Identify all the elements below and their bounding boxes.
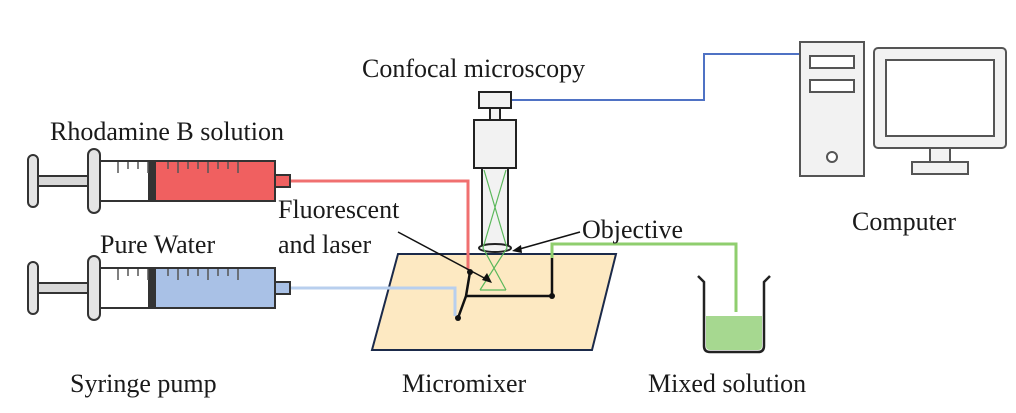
label-micromixer: Micromixer — [402, 369, 527, 398]
label-and-laser: and laser — [278, 230, 371, 259]
computer-icon — [799, 41, 1007, 177]
beaker-liquid — [706, 316, 762, 350]
fluorescent-pointer — [397, 231, 492, 283]
objective-pointer — [512, 231, 581, 253]
computer-cable — [512, 53, 800, 101]
chip-port-outlet — [549, 293, 555, 299]
label-mixed-solution: Mixed solution — [648, 369, 806, 398]
microscope-body — [473, 119, 517, 169]
label-confocal-microscopy: Confocal microscopy — [362, 54, 585, 83]
beaker-icon — [697, 275, 771, 354]
objective-lens — [478, 243, 512, 253]
microscope-icon — [473, 91, 517, 253]
rhodamine-tube — [290, 179, 470, 270]
label-pure-water: Pure Water — [100, 230, 215, 259]
syringe-icon — [27, 148, 291, 214]
microscope-head — [478, 91, 512, 109]
outlet-tube — [550, 242, 738, 312]
label-rhodamine-solution: Rhodamine B solution — [50, 117, 284, 146]
chip-plate — [370, 253, 618, 351]
syringe-icon — [27, 255, 291, 321]
label-computer: Computer — [852, 207, 956, 236]
label-objective: Objective — [582, 215, 683, 244]
micromixer-chip — [370, 253, 618, 351]
beaker-glass — [697, 275, 771, 354]
label-fluorescent: Fluorescent — [278, 195, 400, 224]
water-tube — [290, 286, 457, 316]
microscope-neck — [489, 107, 501, 121]
laser-beam — [479, 169, 508, 291]
chip-port-water — [455, 315, 461, 321]
label-syringe-pump: Syringe pump — [70, 369, 217, 398]
